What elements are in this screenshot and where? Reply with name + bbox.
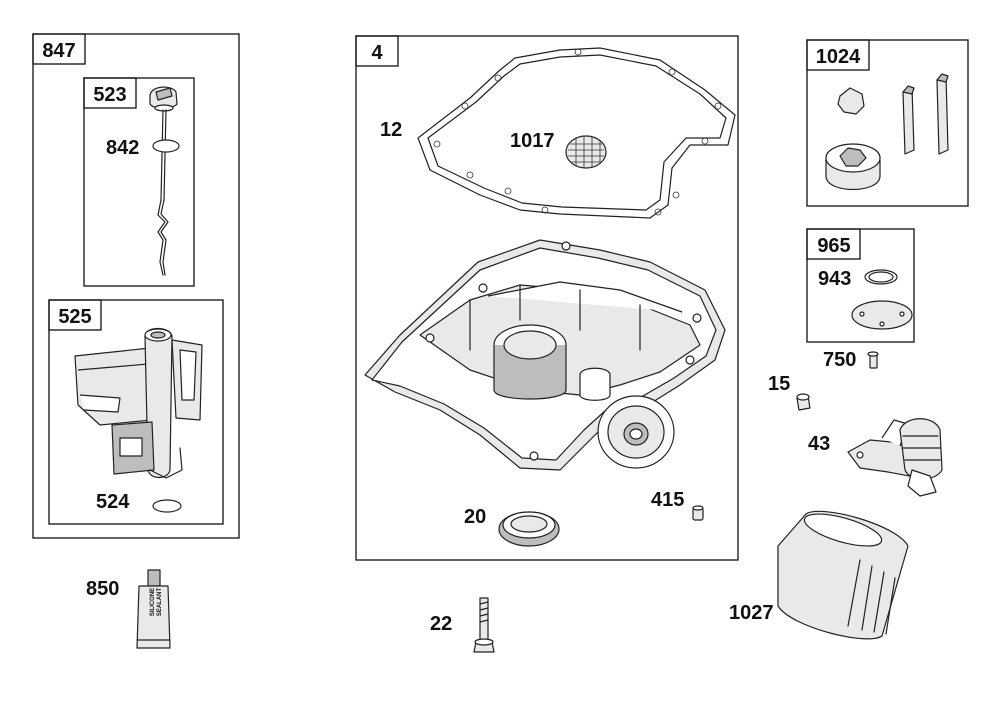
plug-415	[692, 505, 704, 521]
callout-20: 20	[464, 506, 486, 528]
callout-15: 15	[768, 373, 790, 395]
o-ring-524	[152, 499, 182, 513]
callout-415: 415	[651, 489, 684, 511]
kit-525-frame	[48, 299, 224, 525]
callout-1017: 1017	[510, 130, 555, 152]
bolt-22	[473, 597, 495, 653]
kit-1024-group: 1024	[806, 39, 969, 207]
governor-43	[847, 418, 943, 497]
kit-523-label: 523	[93, 84, 126, 106]
sealant-label-line2: SEALANT	[157, 588, 163, 617]
sump-cover-illustration	[364, 239, 726, 471]
callout-524: 524	[96, 491, 130, 513]
kit-4-label: 4	[371, 42, 383, 64]
oil-pump-rotor-illustration	[825, 73, 949, 191]
oil-seal-20	[498, 511, 560, 547]
pump-cover-plate	[851, 300, 913, 330]
callout-850: 850	[86, 578, 119, 600]
callout-43: 43	[808, 433, 830, 455]
kit-525-label-box	[48, 299, 102, 331]
kit-965-label: 965	[817, 235, 850, 257]
callout-943: 943	[818, 268, 851, 290]
callout-12: 12	[380, 119, 402, 141]
kit-847-label-box	[32, 33, 86, 65]
oil-filter-1027	[777, 510, 909, 640]
callout-22: 22	[430, 613, 452, 635]
callout-1027: 1027	[729, 602, 774, 624]
dipstick-tube-illustration	[74, 327, 203, 479]
oil-screen-1017	[565, 135, 607, 169]
sealant-label-line1: SILICONE	[150, 588, 156, 616]
kit-965-group: 965 943	[806, 228, 915, 343]
kit-1024-label-box	[806, 39, 870, 71]
kit-1024-label: 1024	[816, 46, 861, 68]
kit-1024-frame	[806, 39, 969, 207]
o-ring-842	[152, 139, 180, 153]
callout-842: 842	[106, 137, 139, 159]
dipstick-illustration	[149, 86, 178, 276]
kit-4-group: 4 12 1017	[355, 35, 739, 561]
kit-965-label-box	[806, 228, 861, 260]
silicone-sealant-850: SILICONE SEALANT	[136, 569, 171, 649]
kit-847-label: 847	[42, 40, 75, 62]
plug-15	[796, 393, 811, 411]
kit-523-label-box	[83, 77, 137, 109]
kit-847-group: 847 523 842 525	[32, 33, 240, 539]
sump-gasket-illustration	[417, 47, 736, 219]
screw-750	[867, 351, 879, 369]
callout-750: 750	[823, 349, 856, 371]
kit-4-label-box	[355, 35, 399, 67]
kit-4-frame	[355, 35, 739, 561]
kit-523-frame	[83, 77, 195, 287]
kit-525-label: 525	[58, 306, 91, 328]
kit-847-frame	[32, 33, 240, 539]
